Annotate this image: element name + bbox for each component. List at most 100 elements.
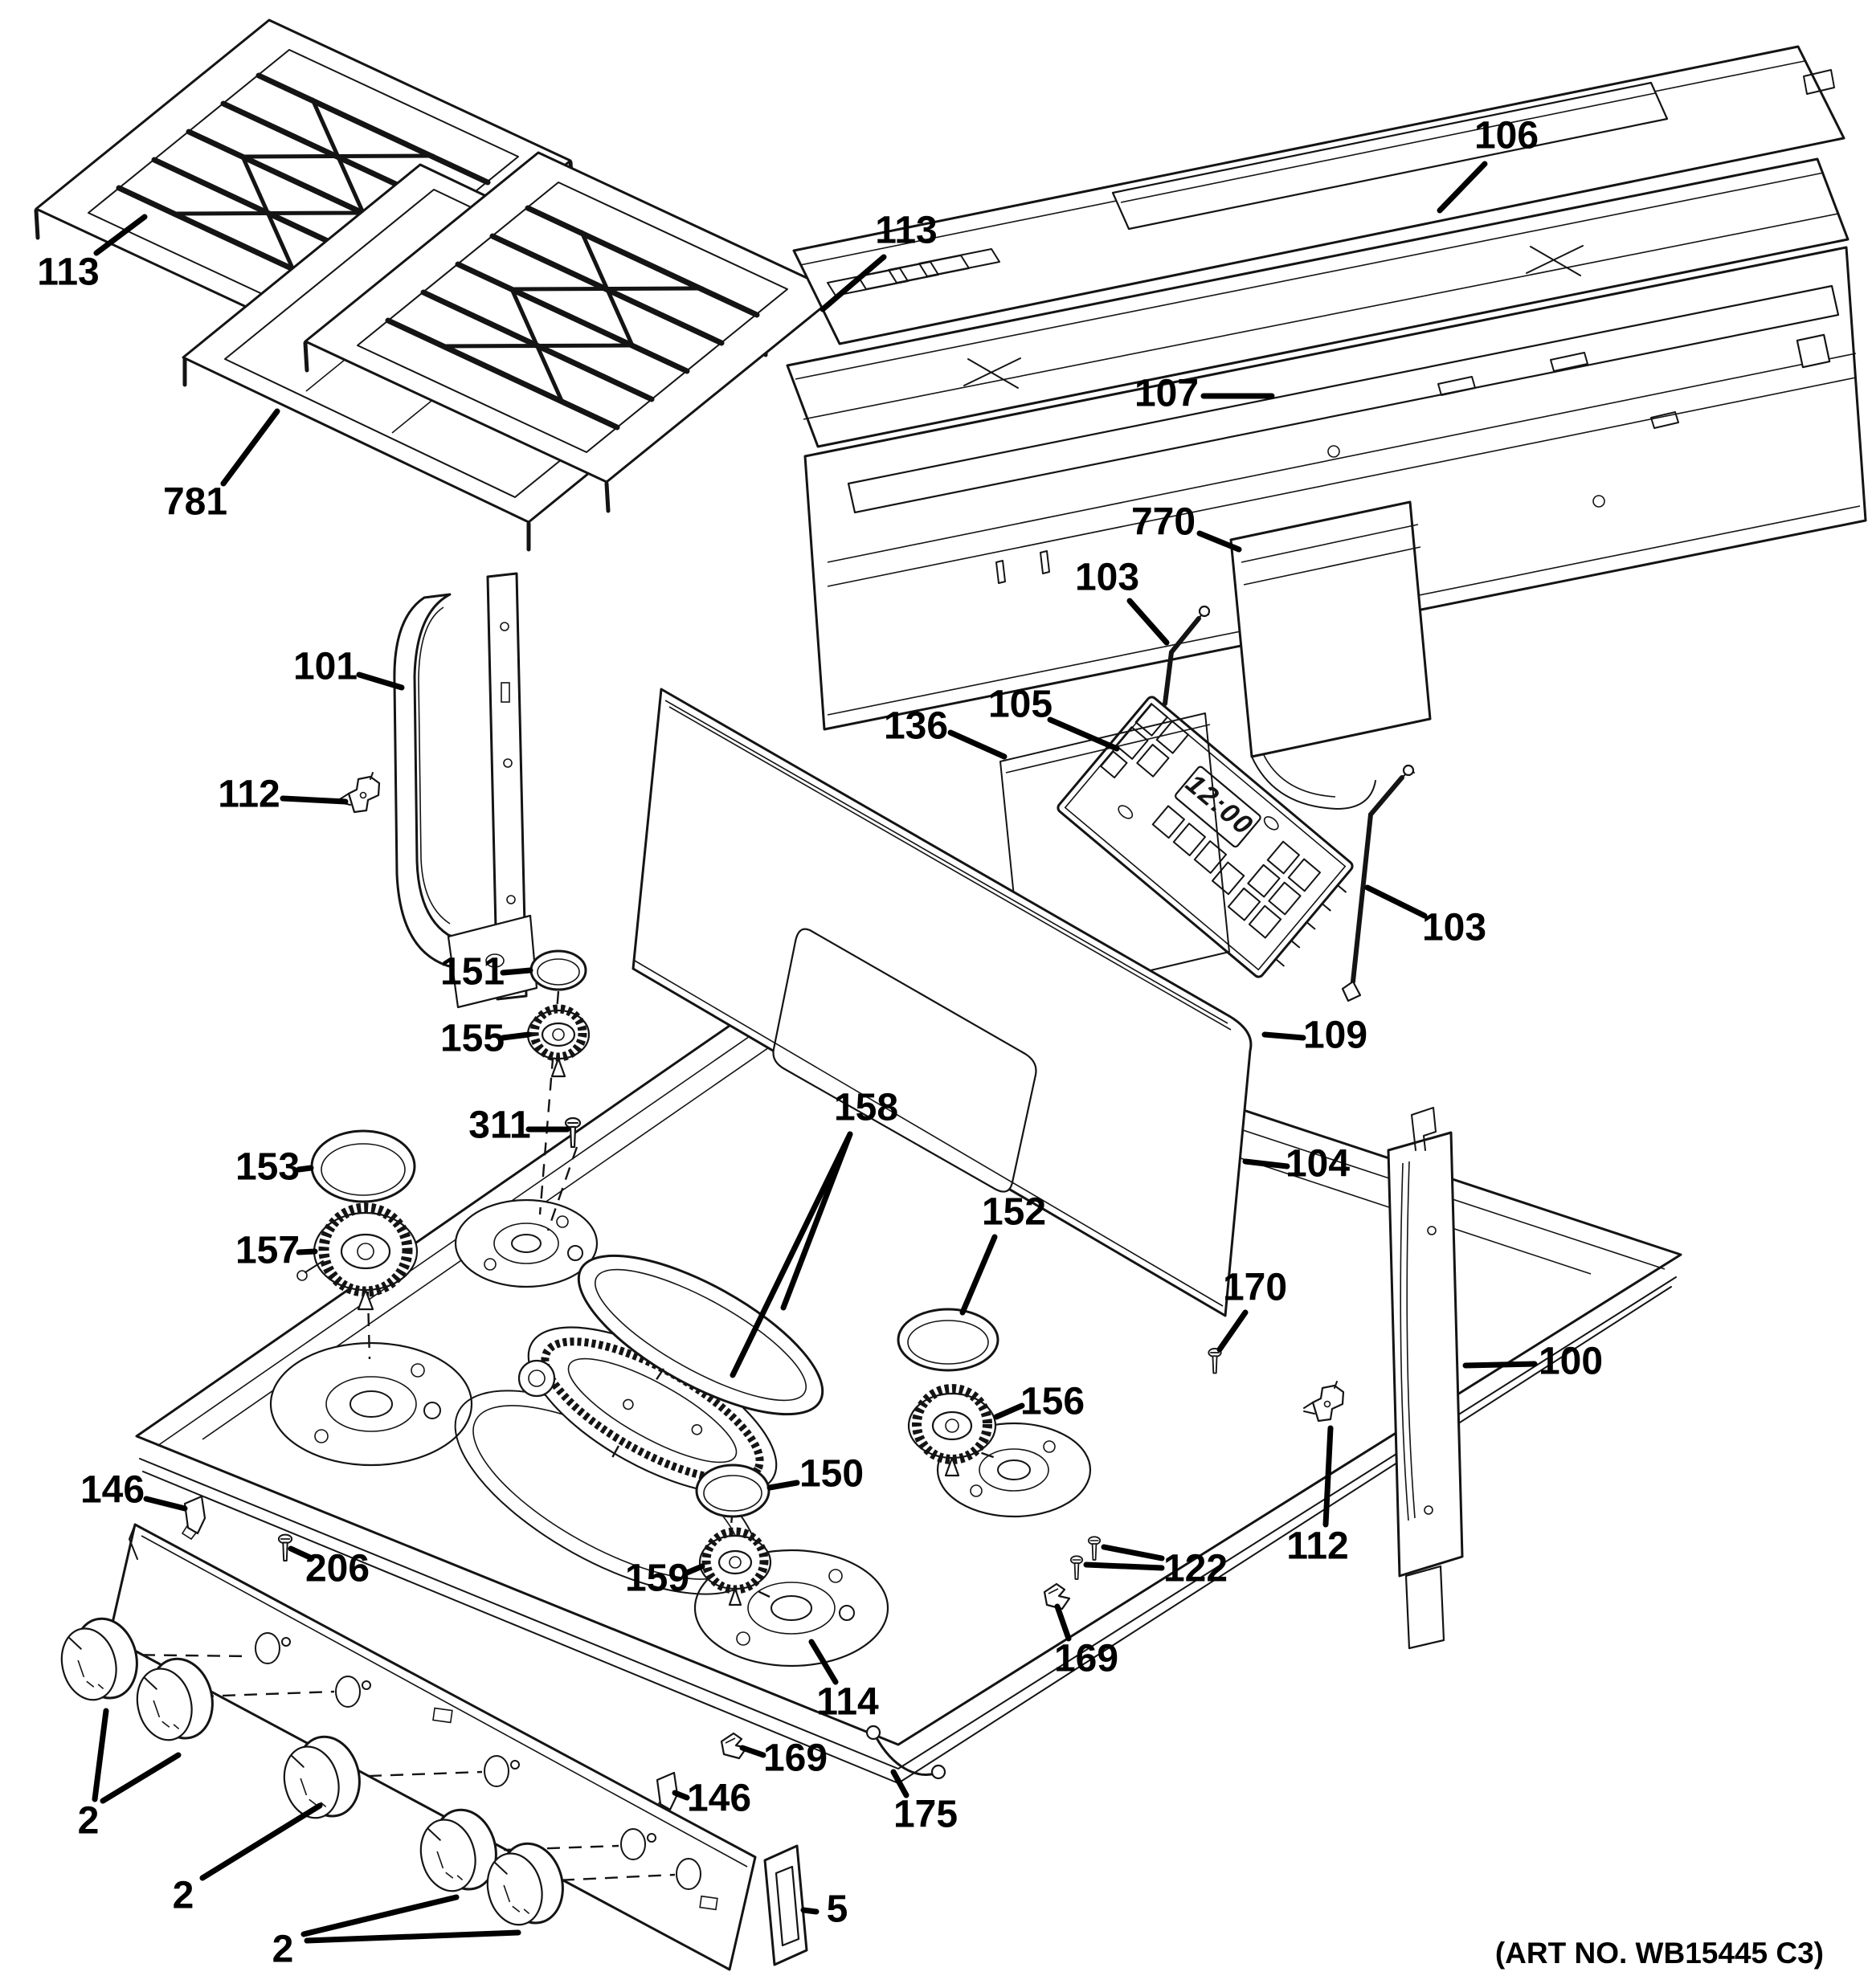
callout-label: 104 (1286, 1143, 1350, 1186)
callout-leader-line (684, 1563, 705, 1576)
burner-head-157 (296, 1202, 419, 1311)
callout-leader-line (808, 1639, 839, 1685)
callout-label: 122 (1163, 1548, 1228, 1590)
callout-103-9: 103 (1364, 884, 1486, 949)
callout-leader-line (100, 1752, 182, 1804)
callout-label: 103 (1422, 907, 1486, 949)
callout-leader-line (280, 795, 349, 805)
callout-leader-line (1462, 1361, 1538, 1369)
callout-157-16: 157 (235, 1230, 318, 1272)
callout-112-24: 112 (1286, 1425, 1349, 1568)
callout-152-18: 152 (959, 1191, 1046, 1316)
callout-label: 169 (763, 1737, 828, 1780)
callout-122-29: 122 (1083, 1544, 1228, 1590)
callout-170-20: 170 (1216, 1267, 1287, 1353)
bracket-103-right (1341, 764, 1415, 1002)
callout-label: 106 (1474, 115, 1539, 157)
callout-146-27: 146 (80, 1469, 188, 1512)
callout-leader-line (730, 1131, 853, 1378)
oval-burner-cover-158 (577, 1254, 824, 1416)
callout-770-5: 770 (1131, 501, 1242, 553)
manifold-panel (108, 1523, 757, 1971)
callout-leader-line (500, 967, 533, 976)
callout-155-13: 155 (440, 1018, 532, 1060)
callout-2-38: 2 (272, 1894, 521, 1971)
callout-136-8: 136 (884, 705, 1008, 760)
side-trim-right-100 (1387, 1107, 1464, 1650)
callout-label: 155 (440, 1018, 505, 1060)
burner-cap-153 (310, 1129, 416, 1203)
callout-leader-line (93, 214, 148, 256)
callout-146-33: 146 (672, 1778, 751, 1820)
callout-label: 109 (1303, 1014, 1367, 1057)
callout-label: 2 (78, 1800, 100, 1843)
callout-label: 206 (305, 1548, 370, 1590)
callout-label: 152 (982, 1191, 1046, 1234)
callout-113-2: 113 (820, 210, 938, 312)
callout-label: 136 (884, 705, 948, 748)
callouts-layer: 1137811131061077701031051361031011121511… (37, 115, 1603, 1971)
callout-label: 146 (687, 1778, 751, 1820)
oval-burner-ring (517, 1359, 556, 1398)
callout-leader-line (92, 1708, 109, 1802)
callout-leader-line (947, 729, 1008, 760)
callout-114-31: 114 (808, 1639, 879, 1724)
callout-label: 169 (1054, 1638, 1118, 1680)
callout-label: 781 (163, 481, 227, 524)
callout-leader-line (1216, 1309, 1249, 1353)
rear-vent-panel-106 (792, 45, 1846, 345)
burner-head-159 (698, 1527, 772, 1606)
callout-label: 112 (218, 774, 280, 816)
callout-label: 159 (625, 1557, 689, 1600)
callout-leader-line (1047, 716, 1120, 752)
callout-label: 113 (875, 210, 937, 252)
callout-leader-line (288, 1545, 315, 1561)
callout-leader-line (672, 1790, 690, 1801)
art-number: (ART NO. WB15445 C3) (1495, 1937, 1824, 1970)
callout-leader-line (800, 1907, 820, 1915)
callout-159-26: 159 (625, 1557, 705, 1600)
callout-leader-line (356, 672, 405, 691)
callout-103-6: 103 (1075, 557, 1170, 646)
callout-153-15: 153 (235, 1146, 314, 1189)
callout-label: 146 (80, 1469, 145, 1512)
callout-158-17: 158 (730, 1087, 898, 1378)
rear-panel-107 (803, 246, 1867, 731)
callout-107-4: 107 (1134, 373, 1275, 415)
burner-cap-150 (695, 1463, 770, 1518)
callout-leader-line (296, 1165, 314, 1173)
callout-label: 153 (235, 1146, 300, 1189)
display-window (1175, 765, 1261, 848)
callout-151-12: 151 (440, 951, 533, 994)
callout-112-11: 112 (218, 774, 349, 816)
callout-leader-line (959, 1234, 998, 1316)
callout-label: 2 (173, 1875, 194, 1917)
control-board: 12:00 (1057, 696, 1354, 978)
callout-leader-line (766, 1480, 800, 1491)
callout-label: 170 (1223, 1267, 1287, 1309)
callout-label: 150 (799, 1453, 864, 1496)
callout-leader-line (1242, 1158, 1290, 1170)
callout-label: 156 (1020, 1381, 1085, 1423)
callout-label: 100 (1539, 1341, 1603, 1383)
burner-head-155 (526, 1004, 591, 1078)
callout-leader-line (1101, 1544, 1165, 1561)
callout-label: 770 (1131, 501, 1196, 544)
callout-label: 103 (1075, 557, 1139, 599)
callout-label: 107 (1134, 373, 1199, 415)
callout-781-1: 781 (163, 408, 280, 524)
callout-2-36: 2 (78, 1708, 182, 1843)
callout-label: 175 (893, 1794, 958, 1836)
deflector-770 (1229, 500, 1432, 810)
callout-label: 105 (988, 684, 1053, 726)
callout-169-32: 169 (739, 1737, 828, 1780)
callout-175-34: 175 (890, 1769, 958, 1836)
callout-leader-line (1437, 161, 1488, 214)
callout-leader-line (143, 1496, 188, 1512)
callout-106-3: 106 (1437, 115, 1539, 214)
callout-leader-line (220, 408, 280, 487)
callout-169-30: 169 (1054, 1603, 1118, 1680)
callout-206-28: 206 (288, 1545, 370, 1590)
callout-109-21: 109 (1261, 1014, 1367, 1057)
callout-leader-line (820, 254, 887, 312)
